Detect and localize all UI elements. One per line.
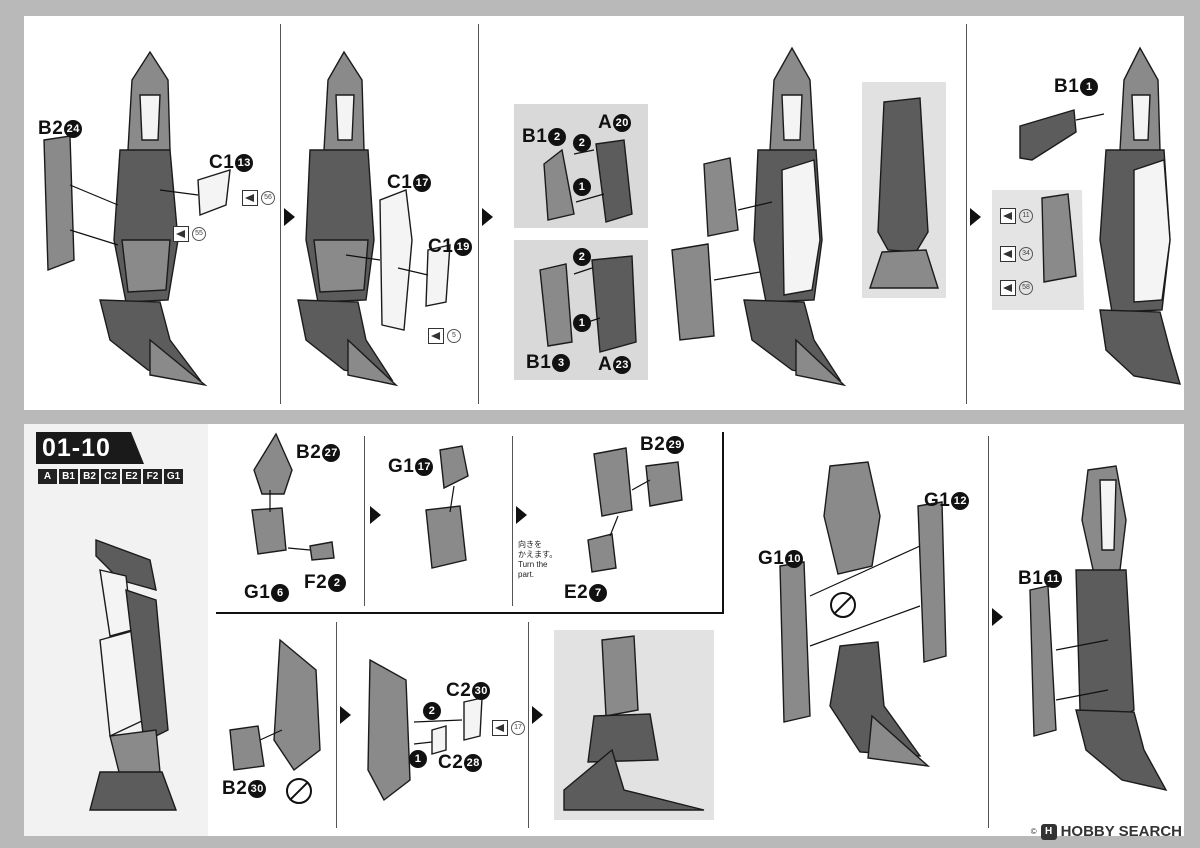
do-not-cut-icon — [286, 778, 312, 804]
bottom-divider-4 — [528, 622, 529, 828]
ankle-assembly-figure — [229, 638, 321, 772]
step-arrow-icon — [970, 208, 981, 226]
ankle-detail-figure — [563, 635, 705, 811]
cut-direction-icon — [1000, 246, 1016, 262]
cut-direction-icon — [1000, 208, 1016, 224]
step-number-badge: 01-10 — [36, 432, 144, 464]
lower-leg-cover-figure — [1029, 465, 1168, 792]
runner-tag: C2 — [101, 469, 120, 484]
sub-steps-frame — [216, 432, 724, 614]
runner-tag: B2 — [80, 469, 99, 484]
order-marker: 2 — [572, 246, 591, 268]
step-arrow-icon — [340, 706, 351, 724]
gate-tag: 5 — [428, 328, 461, 344]
runner-list: A B1 B2 C2 E2 F2 G1 — [38, 469, 183, 484]
order-marker: 1 — [572, 312, 591, 334]
gate-tag: 34 — [1000, 246, 1033, 262]
leg-assembly-figure-1 — [43, 50, 231, 387]
bottom-divider-3 — [336, 622, 337, 828]
runner-tag: E2 — [122, 469, 141, 484]
cut-direction-icon — [1000, 280, 1016, 296]
cut-direction-icon — [242, 190, 258, 206]
lower-leg-frame-figure — [779, 461, 947, 767]
watermark: © H HOBBY SEARCH — [1030, 823, 1182, 840]
knee-assembly-figure — [251, 432, 335, 561]
bottom-divider-2 — [512, 436, 513, 606]
top-divider-1 — [280, 24, 281, 404]
runner-tag: A — [38, 469, 57, 484]
leg-assembly-figure-3 — [671, 46, 847, 387]
runner-tag: G1 — [164, 469, 183, 484]
leg-assembly-figure-2 — [297, 50, 451, 387]
gate-tag: 56 — [242, 190, 275, 206]
cut-direction-icon — [428, 328, 444, 344]
step-arrow-icon — [284, 208, 295, 226]
step-arrow-icon — [532, 706, 543, 724]
order-marker: 1 — [572, 176, 591, 198]
gate-tag: 11 — [1000, 208, 1033, 224]
step-arrow-icon — [992, 608, 1003, 626]
step-arrow-icon — [370, 506, 381, 524]
hobby-search-logo-icon: H — [1040, 823, 1057, 840]
joint-assembly-figure — [425, 445, 469, 569]
completed-leg-preview — [89, 538, 178, 811]
gate-tag: 17 — [492, 720, 525, 736]
gate-tag: 55 — [173, 226, 206, 242]
hinge-assembly-figure — [587, 447, 683, 573]
leg-detail-figure — [869, 97, 939, 289]
bottom-divider-1 — [364, 436, 365, 606]
ankle-armor-figure — [367, 658, 483, 802]
runner-tag: F2 — [143, 469, 162, 484]
top-divider-3 — [966, 24, 967, 404]
runner-tag: B1 — [59, 469, 78, 484]
order-marker: 2 — [572, 132, 591, 154]
step-arrow-icon — [516, 506, 527, 524]
step-arrow-icon — [482, 208, 493, 226]
order-marker: 1 — [408, 748, 427, 770]
do-not-cut-icon — [830, 592, 856, 618]
bottom-divider-5 — [988, 436, 989, 828]
top-divider-2 — [478, 24, 479, 404]
gate-tag: 58 — [1000, 280, 1033, 296]
turn-part-note: 向きを かえます。Turn the part. — [518, 540, 558, 579]
order-marker: 2 — [422, 700, 441, 722]
cut-direction-icon — [173, 226, 189, 242]
cut-direction-icon — [492, 720, 508, 736]
